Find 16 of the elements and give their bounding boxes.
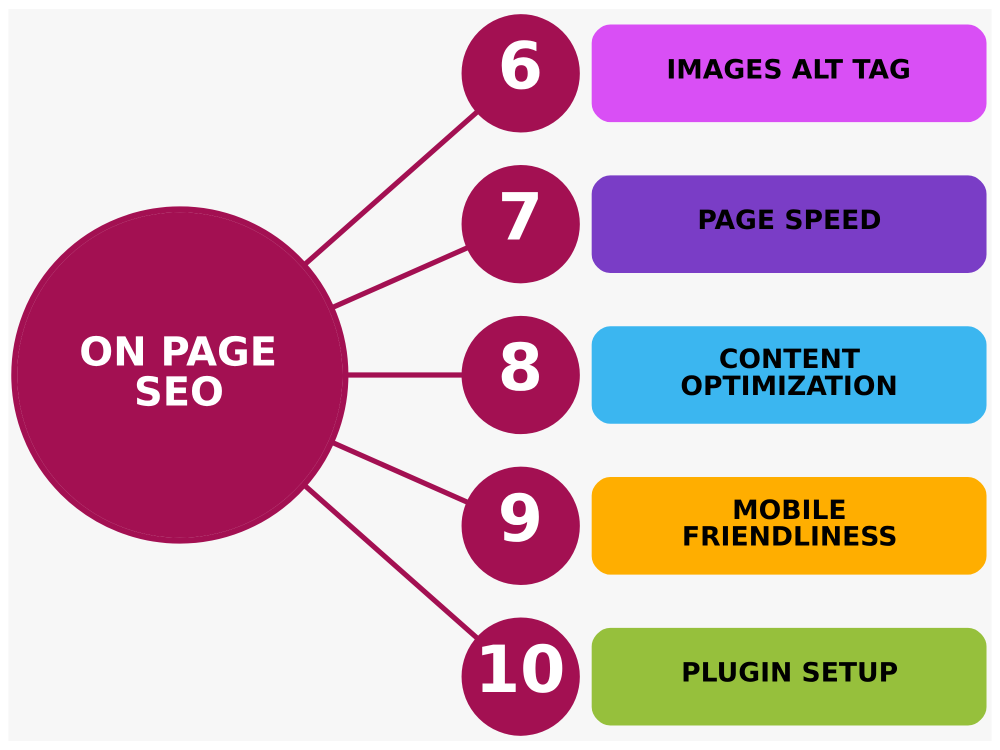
- node-box: IMAGES ALT TAG: [592, 24, 987, 122]
- connector: [330, 440, 468, 505]
- node-box: CONTENT OPTIMIZATION: [592, 326, 987, 424]
- connector: [302, 110, 478, 267]
- node-circle: 6: [462, 14, 580, 132]
- node-circle: ON PAGE SEO: [11, 206, 348, 544]
- node-box: MOBILE FRIENDLINESS: [592, 477, 987, 575]
- node-circle: 8: [462, 316, 580, 434]
- node-box: PLUGIN SETUP: [592, 628, 987, 726]
- node-circle: 9: [462, 466, 580, 585]
- node-circle: 10: [462, 618, 580, 736]
- connector: [302, 483, 478, 640]
- node-circle: 7: [462, 165, 580, 284]
- connector: [346, 372, 462, 378]
- node-box: PAGE SPEED: [592, 175, 987, 273]
- connector: [330, 245, 468, 310]
